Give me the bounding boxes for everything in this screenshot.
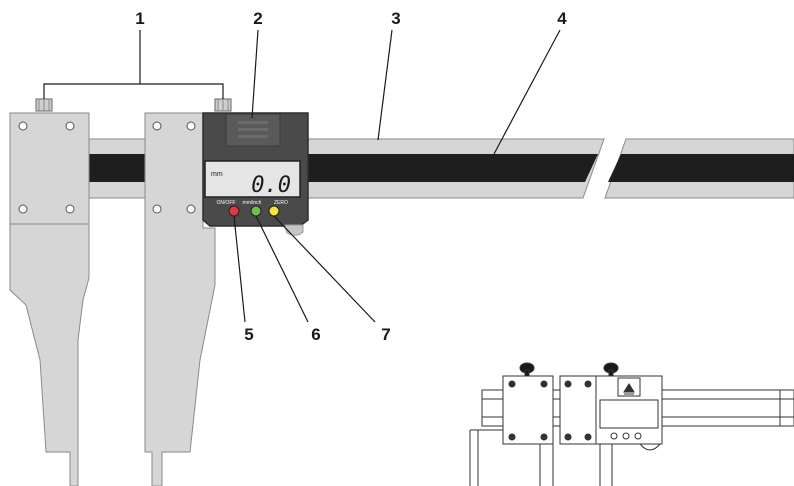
callout-1: 1 (135, 9, 144, 28)
zero-button[interactable] (268, 205, 280, 217)
on-off-button[interactable] (228, 205, 240, 217)
callout-3: 3 (391, 9, 400, 28)
mm-inch-button[interactable] (250, 205, 262, 217)
callout-leaders (233, 29, 561, 323)
callout-5: 5 (244, 325, 253, 344)
callout-1-bracket (43, 83, 224, 99)
lcd-display (204, 160, 301, 198)
callout-4: 4 (557, 9, 567, 28)
callout-2: 2 (253, 9, 262, 28)
callout-7: 7 (381, 325, 390, 344)
mm-inch-label: mm/inch (243, 200, 262, 206)
on-off-label: ON/OFF (217, 200, 236, 206)
inset-outline-view (469, 362, 794, 486)
digital-readout-head: mm 0.0 ON/OFF mm/inch ZERO (202, 112, 309, 236)
callout-6: 6 (311, 325, 320, 344)
sliding-jaw (144, 98, 232, 486)
lcd-reading: 0.0 (251, 173, 291, 198)
lcd-unit: mm (211, 171, 223, 178)
zero-label: ZERO (274, 200, 288, 206)
fixed-jaw (9, 98, 90, 486)
